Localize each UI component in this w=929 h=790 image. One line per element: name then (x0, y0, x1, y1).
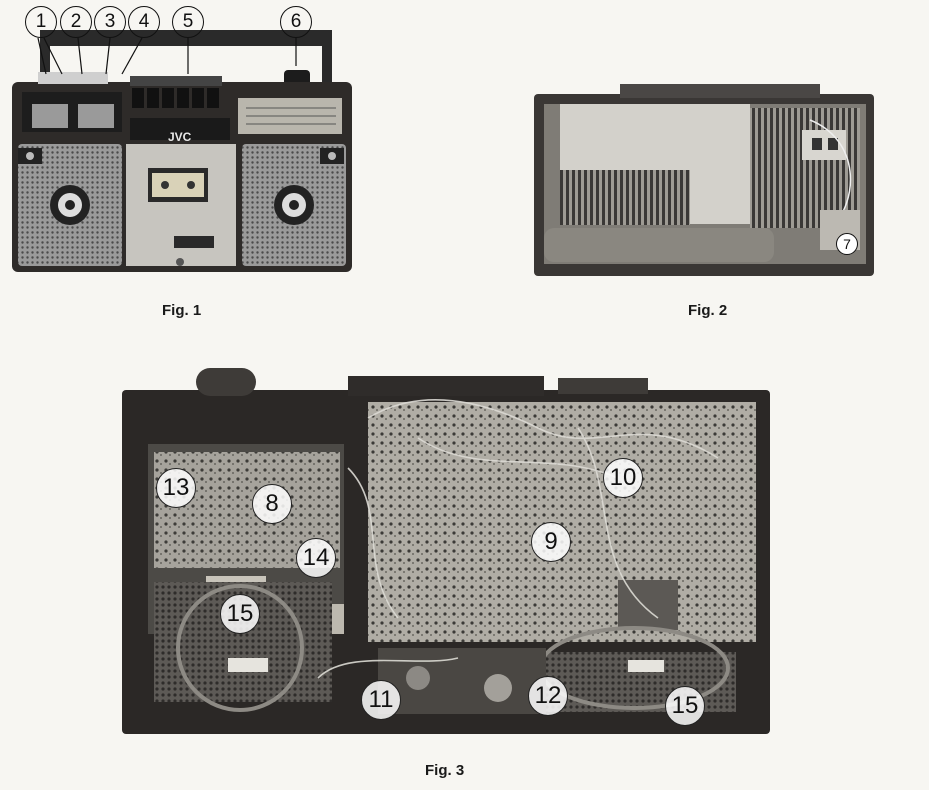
figure-2-caption: Fig. 2 (688, 302, 728, 319)
radio-front-illustration (12, 30, 352, 272)
callout-12: 12 (528, 676, 568, 716)
callout-8: 8 (252, 484, 292, 524)
callout-6: 6 (280, 6, 312, 38)
figure-3: 13 8 14 15 9 10 11 12 15 Fig. 3 (118, 368, 773, 779)
speaker-vents (750, 108, 860, 228)
figure-3-caption: Fig. 3 (425, 762, 465, 779)
brand-logo: JVC (168, 130, 192, 144)
callout-11: 11 (361, 680, 401, 720)
callout-15-left: 15 (220, 594, 260, 634)
callout-13: 13 (156, 468, 196, 508)
callout-9: 9 (531, 522, 571, 562)
battery-compartment (544, 228, 774, 262)
callout-4: 4 (128, 6, 160, 38)
callout-15-right: 15 (665, 686, 705, 726)
callout-10: 10 (603, 458, 643, 498)
callout-3: 3 (94, 6, 126, 38)
radio-rear-illustration (534, 84, 874, 276)
callout-2: 2 (60, 6, 92, 38)
figure-2: 7 Fig. 2 (530, 80, 880, 319)
chassis-interior-illustration (122, 368, 770, 734)
callout-14: 14 (296, 538, 336, 578)
main-amplifier-board (368, 402, 756, 642)
figure-1: JVC 1 2 3 4 5 6 Fig. 1 (0, 0, 370, 319)
callout-5: 5 (172, 6, 204, 38)
callout-7: 7 (836, 233, 858, 255)
figure-1-caption: Fig. 1 (162, 302, 202, 319)
callout-leaders (37, 37, 297, 75)
tape-mechanism (378, 648, 546, 714)
callout-1: 1 (25, 6, 57, 38)
